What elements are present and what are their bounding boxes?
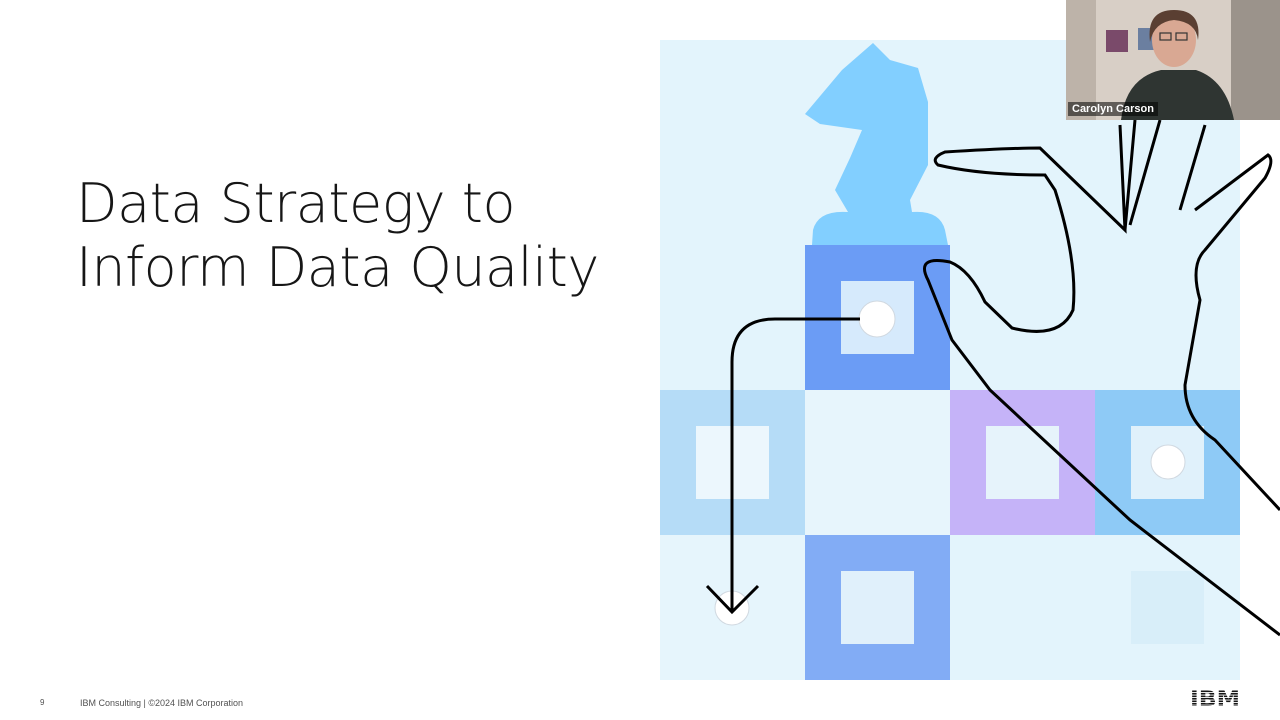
hand-outline bbox=[923, 119, 1280, 637]
game-token-2 bbox=[1150, 444, 1186, 480]
slide-title-line-1: Data Strategy to bbox=[76, 172, 515, 235]
knight-piece bbox=[805, 43, 948, 245]
participant-video-feed bbox=[1066, 0, 1280, 120]
slide-title-line-2: Inform Data Quality bbox=[76, 236, 599, 299]
move-arrow bbox=[730, 317, 860, 612]
board-tile-row3-3 bbox=[950, 535, 1095, 680]
slide-title: Data Strategy to Inform Data Quality bbox=[76, 172, 656, 300]
slide-footer: 9 IBM Consulting | ©2024 IBM Corporation bbox=[0, 698, 1280, 714]
participant-video-tile[interactable]: Carolyn Carson bbox=[1066, 0, 1280, 120]
move-arrow-head bbox=[705, 584, 760, 615]
page-number: 9 bbox=[40, 698, 45, 707]
ibm-logo: IBM bbox=[1190, 688, 1240, 708]
board-tile-row2-2 bbox=[805, 390, 950, 535]
participant-name-label: Carolyn Carson bbox=[1068, 102, 1158, 116]
chess-strategy-illustration bbox=[660, 40, 1280, 680]
game-token-1 bbox=[858, 300, 896, 338]
footer-copyright: IBM Consulting | ©2024 IBM Corporation bbox=[80, 698, 244, 708]
svg-text:IBM: IBM bbox=[1190, 688, 1240, 708]
